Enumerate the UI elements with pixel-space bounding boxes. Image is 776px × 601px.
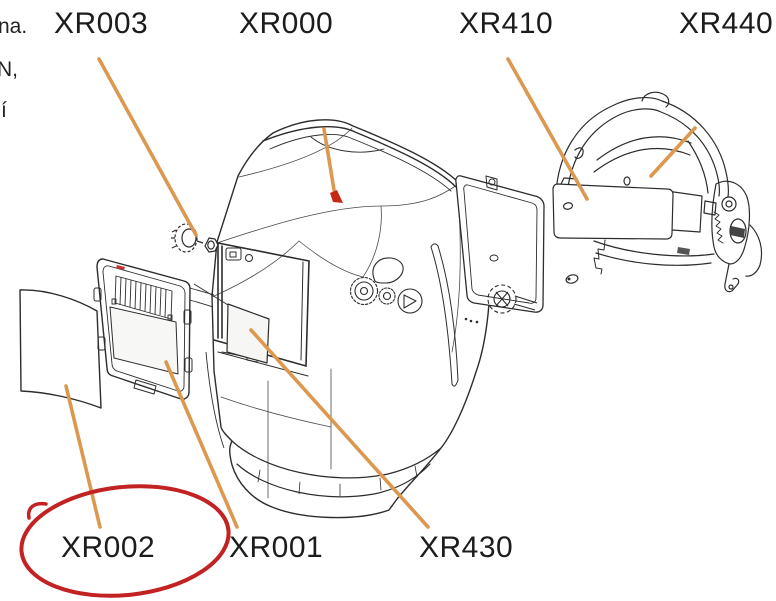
- ratchet-mechanism-drawing: [711, 180, 763, 293]
- part-label-xr000: XR000: [239, 7, 334, 40]
- part-label-xr430: XR430: [419, 531, 514, 564]
- helmet-shell-drawing: [211, 119, 491, 519]
- leader-line-xr430: [249, 328, 430, 529]
- leader-line-xr001: [164, 360, 239, 529]
- leader-lines: [64, 57, 697, 529]
- part-label-xr410: XR410: [459, 7, 554, 40]
- adf-cartridge-drawing: [93, 258, 225, 449]
- red-highlight-ellipse: [19, 484, 231, 598]
- leader-line-xr000: [322, 127, 337, 198]
- part-label-xr440: XR440: [679, 7, 774, 40]
- solar-panel-drawing: [114, 275, 173, 320]
- sweatband-drawing: [552, 177, 674, 240]
- part-label-xr002: XR002: [61, 531, 156, 564]
- leader-line-xr002: [64, 384, 102, 529]
- headgear-drawing: [552, 91, 763, 293]
- frame-knob-drawing: [487, 284, 538, 314]
- fixation-knob-drawing: [171, 223, 219, 253]
- red-arrow-marker: [330, 190, 343, 203]
- front-cover-lens-drawing: [19, 289, 102, 409]
- mounting-frame-drawing: [455, 175, 545, 314]
- edge-text-fragment: í: [1, 99, 7, 122]
- part-label-xr001: XR001: [229, 531, 324, 564]
- edge-text-fragment: N,: [0, 58, 18, 81]
- part-label-xr003: XR003: [54, 7, 149, 40]
- leader-line-xr410: [506, 57, 589, 201]
- red-tick-mark: [116, 265, 125, 270]
- leader-line-xr003: [97, 57, 198, 237]
- leader-line-xr440: [649, 126, 697, 178]
- inner-protection-plate-drawing: [193, 283, 270, 364]
- edge-text-fragment: na.: [0, 15, 28, 38]
- shade-control-knobs-drawing: [349, 257, 423, 314]
